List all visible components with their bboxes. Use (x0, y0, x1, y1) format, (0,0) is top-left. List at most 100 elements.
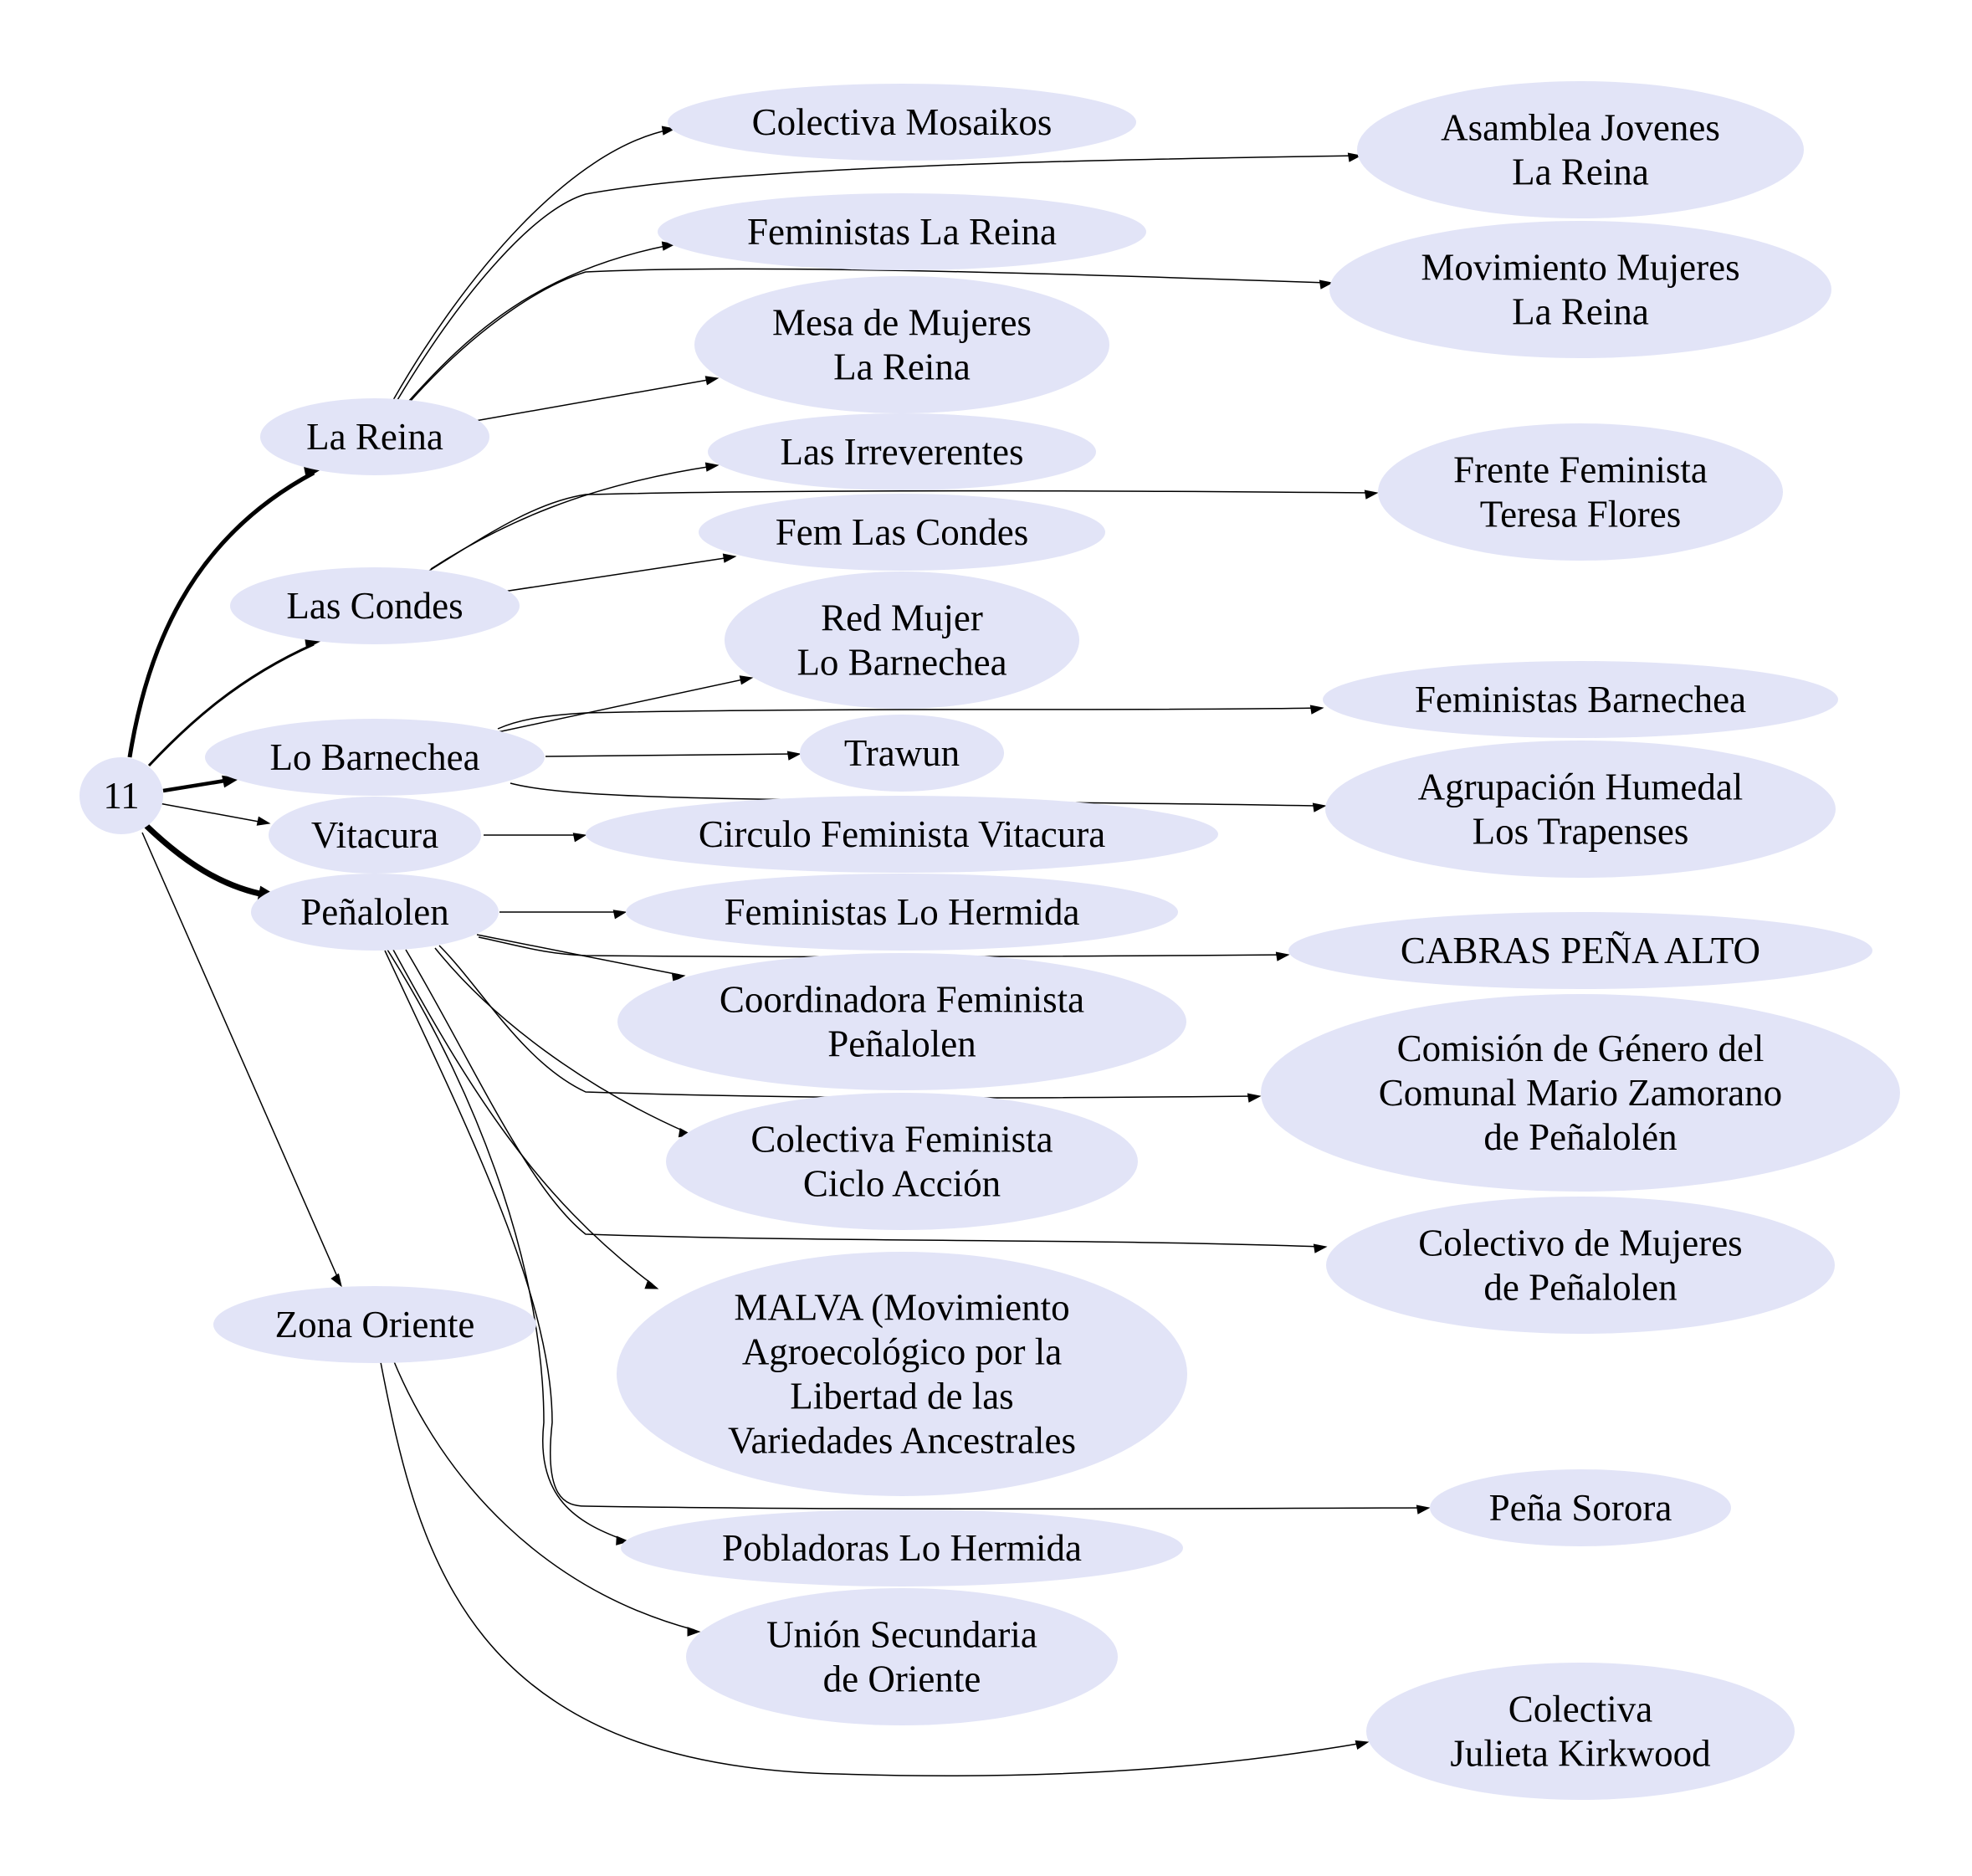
node-ellipse (708, 413, 1096, 490)
edge-line (409, 268, 1328, 402)
node-label-line: Peñalolen (300, 891, 448, 933)
node-label-line: Agroecológico por la (742, 1331, 1062, 1373)
node-label-line: Unión Secundaria (766, 1614, 1037, 1656)
node-ellipse (230, 567, 520, 644)
node-ellipse (1326, 1197, 1835, 1334)
node-ellipse (699, 494, 1105, 571)
edge-line (438, 945, 1256, 1099)
node-ellipse (617, 1252, 1187, 1496)
node-label-line: Colectiva (1508, 1689, 1652, 1730)
node-pena-sorora: Peña Sorora (1430, 1469, 1731, 1546)
edge-penalolen-to-comision_genero (438, 945, 1262, 1103)
edge-la_reina-to-colectiva_mosaikos (392, 126, 676, 401)
node-ellipse (260, 398, 489, 475)
edge-line (144, 823, 269, 899)
edge-las_condes-to-fem_las_condes (497, 553, 737, 593)
edge-arrowhead (1416, 1504, 1431, 1515)
edge-root-to-vitacura (158, 802, 271, 826)
edge-line (510, 782, 1321, 807)
edge-line (384, 950, 1425, 1510)
edge-line (141, 832, 340, 1281)
edge-penalolen-to-feministas_lo_hermida (499, 910, 627, 920)
node-ellipse (1261, 994, 1900, 1192)
node-label-line: Las Condes (286, 585, 463, 627)
edge-root-to-penalolen (144, 823, 280, 901)
edge-line (380, 1361, 1364, 1777)
edge-arrowhead (739, 675, 754, 685)
node-ellipse (668, 84, 1136, 161)
node-label-line: Vitacura (311, 814, 438, 856)
node-ellipse (621, 1510, 1183, 1586)
node-ellipse (1288, 912, 1872, 989)
node-label-line: Teresa Flores (1480, 494, 1682, 536)
edge-lo_barnechea-to-trawun (545, 751, 802, 761)
edge-arrowhead (572, 833, 587, 843)
edge-line (392, 949, 653, 1285)
edge-arrowhead (1275, 951, 1290, 961)
node-cabras: CABRAS PEÑA ALTO (1288, 912, 1872, 989)
edge-line (478, 936, 1284, 958)
node-ellipse (269, 797, 481, 874)
node-ellipse (1325, 741, 1836, 878)
node-label-line: Feministas Barnechea (1415, 679, 1746, 720)
edge-line (493, 678, 748, 734)
node-feministas-barnechea: Feministas Barnechea (1323, 661, 1838, 738)
edge-root-to-las_condes (147, 638, 320, 767)
edge-line (392, 129, 670, 401)
edge-arrowhead (256, 816, 271, 826)
node-ellipse (213, 1286, 536, 1363)
edge-arrowhead (1313, 1243, 1328, 1253)
node-label-line: Trawun (844, 732, 960, 774)
edge-penalolen-to-cabras (478, 936, 1290, 961)
edge-penalolen-to-malva (392, 949, 659, 1289)
node-ellipse (1323, 661, 1838, 738)
node-penalolen: Peñalolen (251, 874, 499, 951)
edge-las_condes-to-las_irreverentes (430, 462, 720, 570)
node-label-line: Zona Oriente (275, 1304, 475, 1345)
edge-line (397, 155, 1356, 401)
node-ellipse (1430, 1469, 1731, 1546)
node-label-line: de Peñalolen (1483, 1267, 1677, 1309)
node-ellipse (800, 715, 1004, 792)
node-colectiva-mosaikos: Colectiva Mosaikos (668, 84, 1136, 161)
node-ellipse (1357, 81, 1804, 218)
edge-line (162, 777, 231, 793)
edge-penalolen-to-pobladoras (387, 949, 630, 1545)
node-trawun: Trawun (800, 715, 1004, 792)
edge-arrowhead (687, 1627, 701, 1637)
node-feministas-la-reina: Feministas La Reina (658, 193, 1146, 270)
node-label-line: Mesa de Mujeres (772, 302, 1032, 344)
edge-arrowhead (644, 1279, 659, 1289)
node-ellipse (1378, 423, 1783, 561)
node-ellipse (666, 1093, 1138, 1230)
node-label-line: Libertad de las (790, 1376, 1013, 1417)
node-label-line: La Reina (833, 346, 971, 388)
node-root: 11 (79, 757, 163, 834)
node-label-line: Colectiva Mosaikos (752, 101, 1053, 143)
node-ellipse (205, 719, 545, 796)
edge-la_reina-to-asamblea_jovenes (397, 152, 1362, 401)
node-label-line: Agrupación Humedal (1418, 766, 1744, 808)
edge-lo_barnechea-to-agrupacion_humedal (510, 782, 1327, 812)
edge-arrowhead (704, 462, 720, 472)
edge-arrowhead (616, 1535, 630, 1545)
node-label-line: Lo Barnechea (269, 736, 479, 778)
edge-arrowhead (305, 638, 320, 649)
node-label-line: Colectiva Feminista (750, 1119, 1053, 1161)
node-pobladoras: Pobladoras Lo Hermida (621, 1510, 1183, 1586)
edge-line (387, 949, 624, 1540)
node-label-line: Lo Barnechea (796, 642, 1006, 684)
node-label-line: Movimiento Mujeres (1421, 247, 1739, 289)
node-ellipse (626, 874, 1178, 951)
node-ellipse (79, 757, 163, 834)
edge-line (147, 643, 315, 767)
